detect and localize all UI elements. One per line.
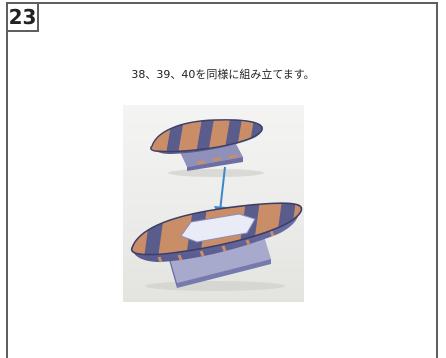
boat-assembly-illustration (131, 119, 303, 291)
bottom-hull-side (132, 206, 301, 262)
instruction-text: 38、39、40を同様に組み立てます。 (131, 68, 315, 81)
down-arrow-icon (219, 166, 226, 212)
step-number: 23 (8, 5, 37, 29)
page-frame (6, 2, 438, 358)
bottom-support (169, 233, 271, 283)
assembly-photo (123, 105, 304, 302)
step-number-box: 23 (6, 2, 39, 32)
bottom-part-shadow (145, 281, 285, 291)
deck-panel (180, 213, 256, 243)
top-part-shadow (168, 169, 264, 177)
